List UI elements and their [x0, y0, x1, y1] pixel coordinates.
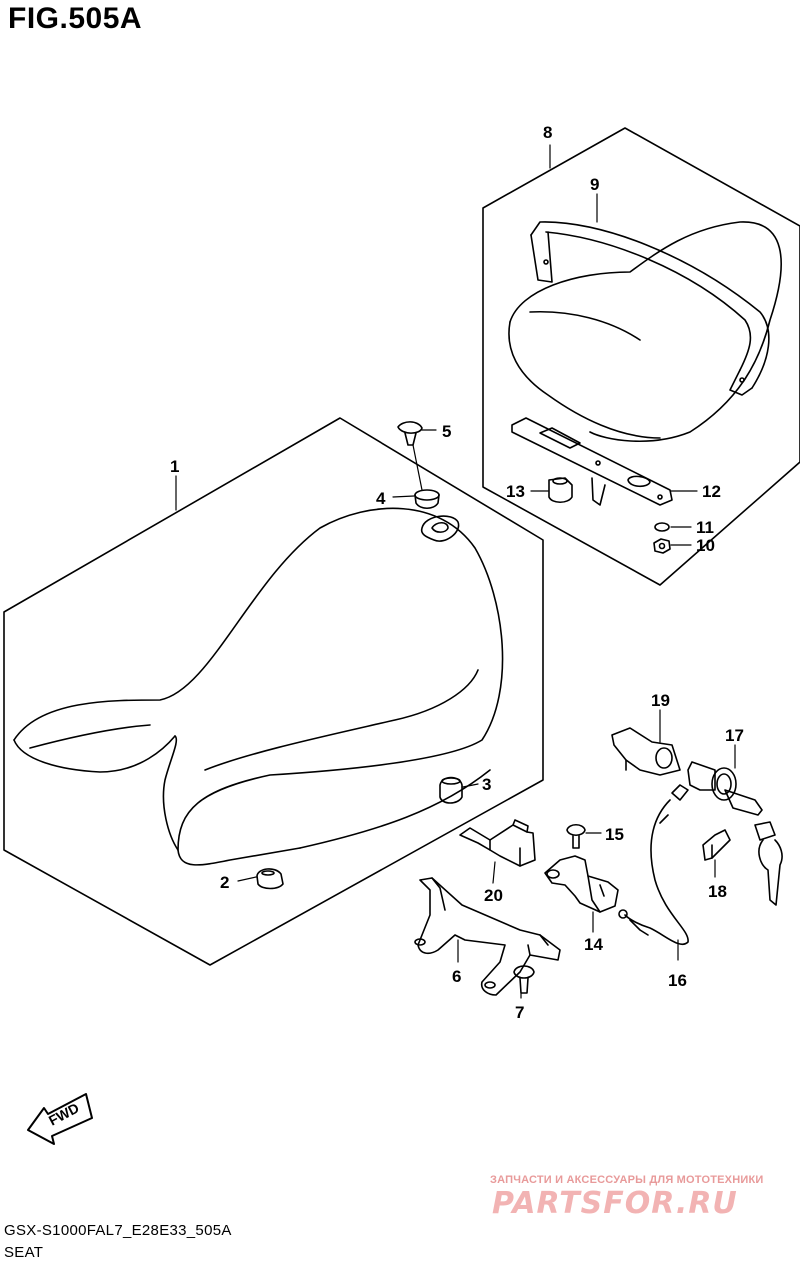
washer-part-11 — [654, 522, 670, 532]
callout-17: 17 — [725, 726, 744, 745]
callout-8: 8 — [543, 123, 552, 142]
bracket-part-20 — [459, 819, 536, 867]
damper-part-13 — [548, 477, 573, 504]
pin-part-5 — [397, 421, 423, 446]
fwd-arrow — [27, 1093, 93, 1145]
callout-1: 1 — [170, 457, 179, 476]
clip-part-18 — [702, 829, 731, 861]
bracket-plate-part — [511, 417, 673, 506]
key-cylinder-part-17 — [687, 761, 783, 906]
grommet-part-4 — [414, 489, 440, 510]
group-box-rear-seat — [482, 127, 800, 586]
callout-2: 2 — [220, 873, 229, 892]
callout-15: 15 — [605, 825, 624, 844]
rear-seat-part — [508, 221, 782, 442]
callout-4: 4 — [376, 489, 386, 508]
callout-16: 16 — [668, 971, 687, 990]
group-box-main-seat — [3, 417, 544, 966]
nut-part-10 — [653, 538, 671, 554]
cable-part-16 — [618, 784, 689, 945]
bolt-part-7 — [513, 965, 535, 994]
damper-part-3 — [439, 776, 463, 804]
figure-title: FIG.505A — [8, 2, 143, 35]
callout-20: 20 — [484, 886, 503, 905]
callout-3: 3 — [482, 775, 491, 794]
callout-18: 18 — [708, 882, 727, 901]
callout-7: 7 — [515, 1003, 524, 1022]
figure-code: GSX-S1000FAL7_E28E33_505A — [4, 1222, 232, 1239]
lock-mechanism-part-14 — [544, 855, 619, 913]
cushion-part-2 — [256, 868, 284, 890]
callout-14: 14 — [584, 935, 603, 954]
callout-10: 10 — [696, 536, 715, 555]
main-seat-part — [13, 507, 504, 866]
leader-lines — [175, 144, 736, 999]
callout-19: 19 — [651, 691, 670, 710]
callout-5: 5 — [442, 422, 451, 441]
bracket-part-6 — [414, 877, 561, 996]
bracket-part-19 — [611, 727, 681, 776]
callout-13: 13 — [506, 482, 525, 501]
figure-name: SEAT — [4, 1244, 44, 1261]
seat-hook-ring — [420, 515, 460, 542]
callout-9: 9 — [590, 175, 599, 194]
bolt-part-15 — [566, 823, 586, 849]
watermark-subtitle: ЗАПЧАСТИ И АКСЕССУАРЫ ДЛЯ МОТОТЕХНИКИ — [490, 1174, 764, 1186]
callout-12: 12 — [702, 482, 721, 501]
watermark-brand: PARTSFOR.RU — [492, 1186, 738, 1221]
grab-handle-part — [530, 221, 770, 396]
callout-6: 6 — [452, 967, 461, 986]
callout-11: 11 — [696, 518, 714, 537]
